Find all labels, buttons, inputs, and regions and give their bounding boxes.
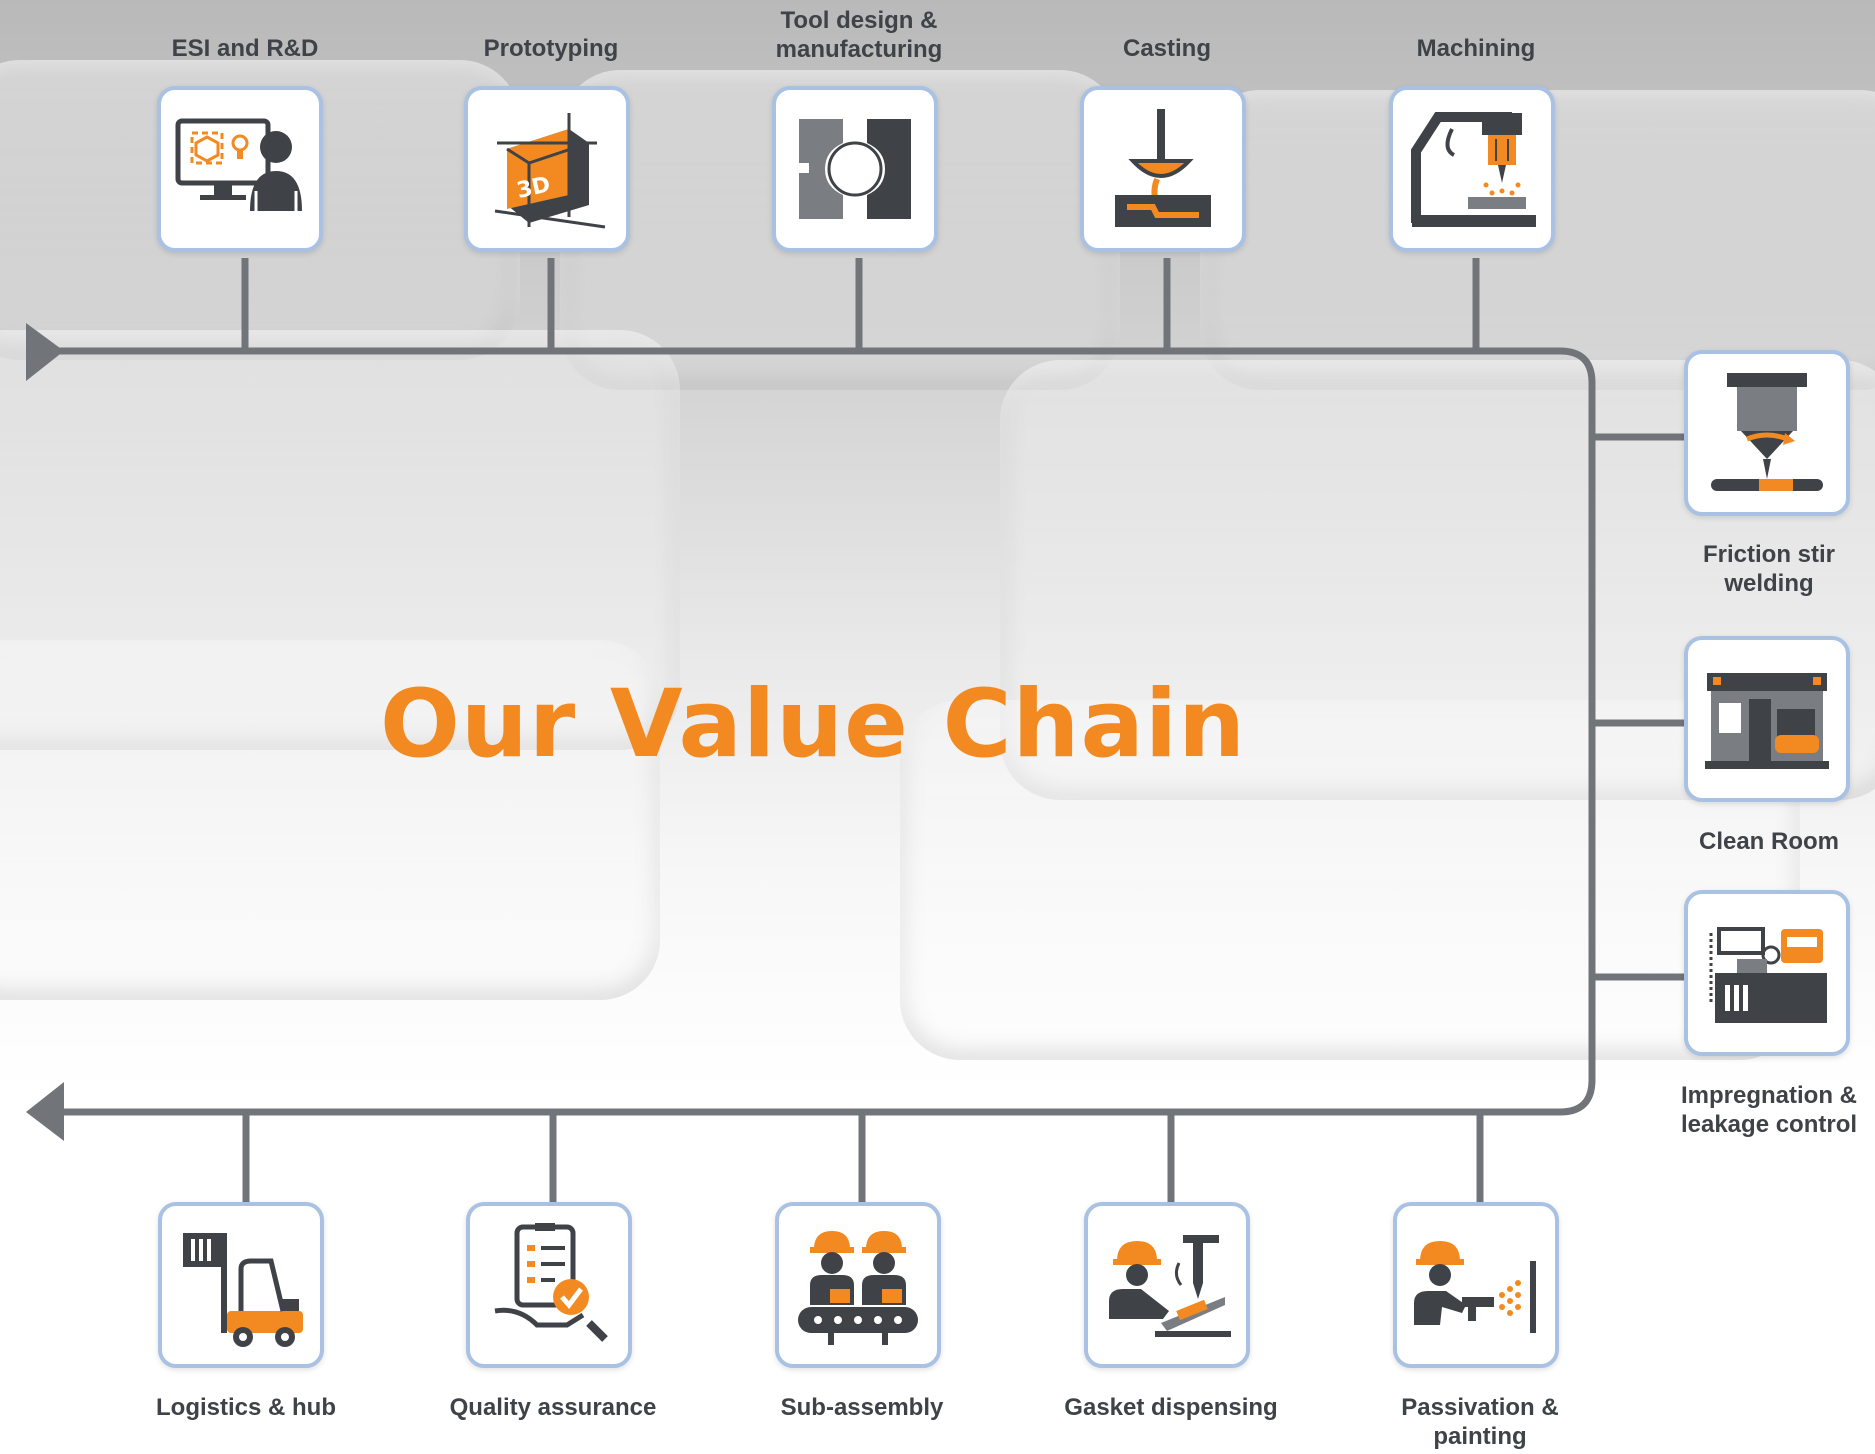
step-label-esi: ESI and R&D [171, 35, 319, 62]
step-esi-rd [157, 86, 323, 252]
step-gasket [1084, 1202, 1250, 1368]
checklist-hand-icon [494, 1223, 608, 1342]
step-label-impregnation: Impregnation & leakage control [1680, 1082, 1858, 1138]
clean-room-icon [1705, 673, 1829, 769]
step-label-quality: Quality assurance [449, 1394, 657, 1421]
start-arrow-icon [26, 323, 64, 381]
step-machining [1389, 86, 1555, 252]
step-label-gasket: Gasket dispensing [1064, 1394, 1278, 1421]
step-label-prototyping: Prototyping [483, 35, 619, 62]
friction-welding-icon [1711, 373, 1823, 491]
step-impregnation [1684, 890, 1850, 1056]
impregnation-machine-icon [1709, 927, 1827, 1023]
gasket-worker-icon [1109, 1235, 1231, 1337]
step-friction-stir-welding [1684, 350, 1850, 516]
end-arrow-icon [26, 1082, 64, 1141]
assembly-workers-icon [798, 1231, 918, 1345]
cnc-machine-icon [1411, 112, 1536, 227]
step-label-tool-design: Tool design & manufacturing [775, 7, 943, 63]
step-tool-design [772, 86, 938, 252]
step-label-machining: Machining [1416, 35, 1536, 62]
step-label-clean-room: Clean Room [1698, 828, 1839, 855]
spray-painting-icon [1414, 1241, 1536, 1333]
step-label-sub-assembly: Sub-assembly [780, 1394, 944, 1421]
step-label-friction-stir-welding: Friction stir welding [1702, 541, 1835, 597]
forklift-icon [183, 1233, 303, 1347]
step-sub-assembly [775, 1202, 941, 1368]
step-label-logistics: Logistics & hub [156, 1394, 336, 1421]
engineer-computer-icon [175, 118, 302, 211]
3d-cube-icon: 3D [494, 113, 606, 229]
step-passivation [1393, 1202, 1559, 1368]
casting-ladle-icon [1115, 109, 1211, 227]
step-label-casting: Casting [1122, 35, 1211, 62]
step-logistics [158, 1202, 324, 1368]
mold-tool-icon [795, 119, 911, 219]
page-title: Our Value Chain [380, 670, 1247, 779]
step-label-passivation: Passivation & painting [1401, 1394, 1559, 1450]
step-prototyping: 3D [464, 86, 630, 252]
step-quality [466, 1202, 632, 1368]
step-casting [1080, 86, 1246, 252]
step-clean-room [1684, 636, 1850, 802]
